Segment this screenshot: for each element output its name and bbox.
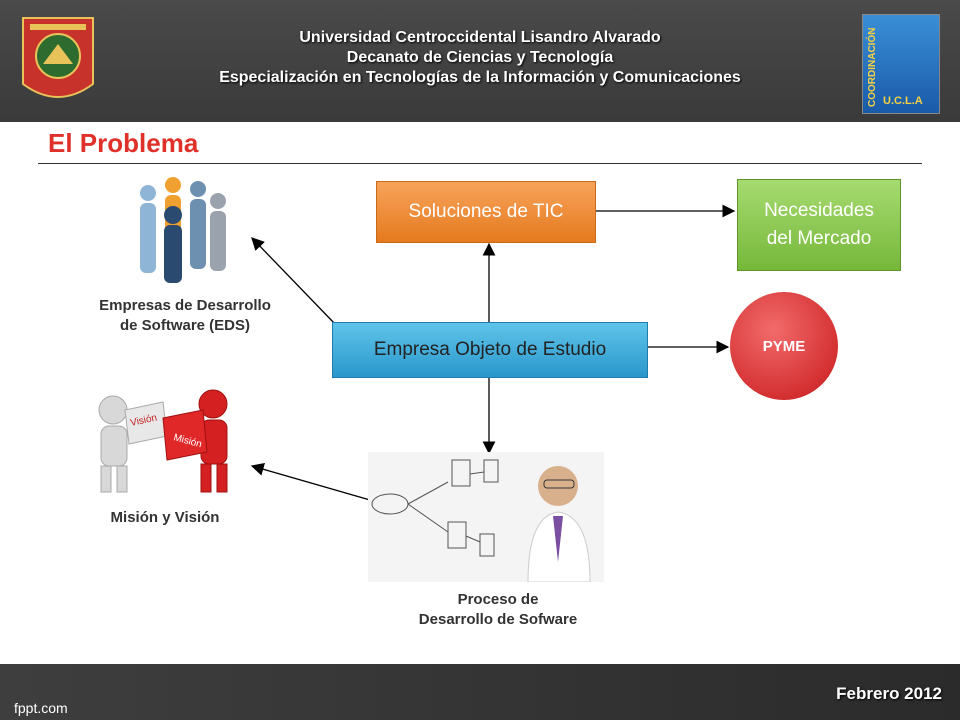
proceso-caption-line1: Proceso de — [457, 591, 539, 608]
logo-ucla-text: U.C.L.A — [883, 95, 923, 107]
faculty-name: Decanato de Ciencias y Tecnología — [346, 49, 614, 66]
eds-caption-line2: de Software (EDS) — [119, 317, 251, 334]
header-bar — [0, 0, 960, 122]
necesidades-line1: Necesidades — [764, 200, 874, 221]
eds-caption-line1: Empresas de Desarrollo — [99, 297, 271, 314]
proceso-caption: Proceso de Desarrollo de Sofware — [368, 590, 628, 630]
footer-bar — [0, 664, 960, 720]
pyme-circle: PYME — [730, 292, 838, 400]
developer-network-image — [368, 452, 604, 582]
arrow-empresa-eds — [251, 237, 337, 326]
footer-brand: fppt.com — [14, 700, 68, 716]
necesidades-line2: del Mercado — [766, 228, 872, 249]
coordinacion-logo: COORDINACIÓN U.C.L.A — [862, 14, 940, 114]
mision-caption: Misión y Visión — [110, 509, 220, 526]
header-text: Universidad Centroccidental Lisandro Alv… — [0, 28, 960, 88]
eds-caption: Empresas de Desarrollo de Software (EDS) — [60, 296, 310, 336]
arrow-proceso-mision — [250, 462, 371, 501]
footer-date: Febrero 2012 — [836, 684, 942, 703]
university-name: Universidad Centroccidental Lisandro Alv… — [299, 29, 661, 46]
ucla-logo — [22, 17, 94, 98]
necesidades-mercado-box: Necesidades del Mercado — [737, 179, 901, 271]
puzzle-figures-image: Visión Misión — [98, 389, 228, 493]
title-divider — [38, 163, 922, 164]
soluciones-tic-box: Soluciones de TIC — [376, 181, 596, 243]
program-name: Especialización en Tecnologías de la Inf… — [219, 69, 741, 86]
proceso-caption-line2: Desarrollo de Sofware — [418, 611, 578, 628]
empresa-objeto-box: Empresa Objeto de Estudio — [332, 322, 648, 378]
people-group-image — [140, 177, 226, 283]
slide-title: El Problema — [48, 128, 199, 158]
